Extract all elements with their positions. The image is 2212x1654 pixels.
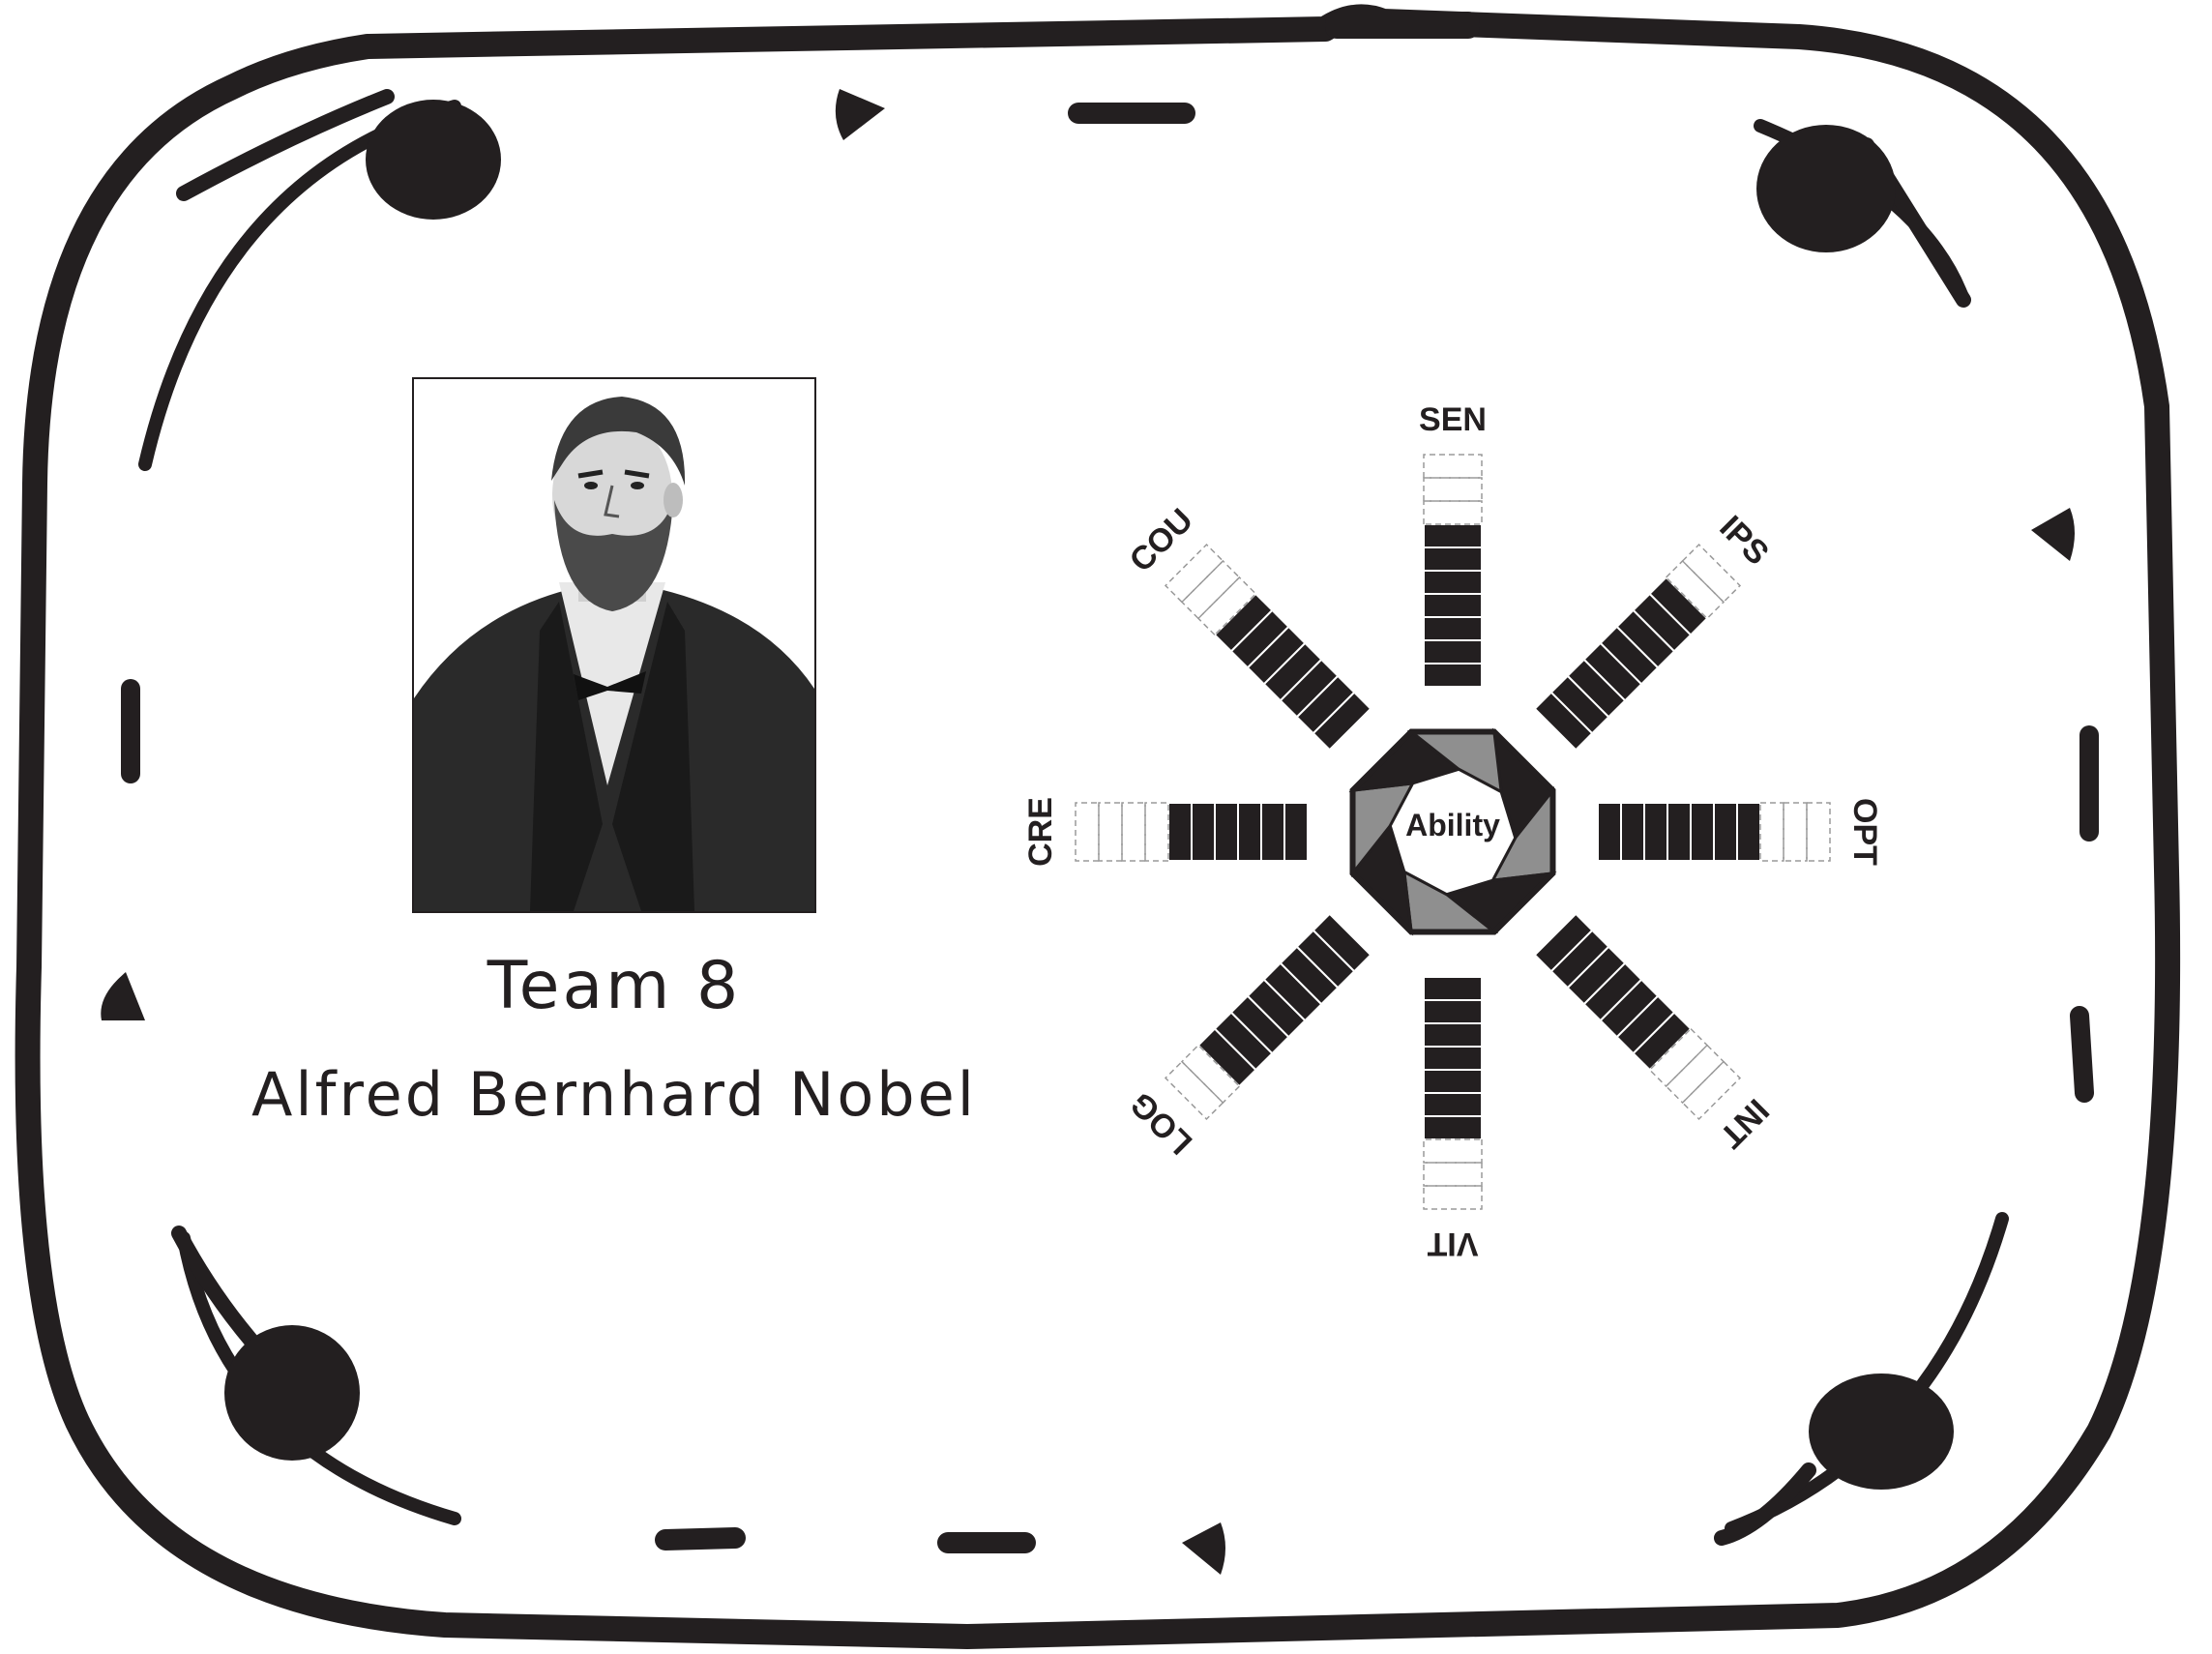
portrait-beard xyxy=(554,500,673,611)
stat-segment-filled xyxy=(1423,616,1483,641)
stat-label-cou: COU xyxy=(1123,502,1200,579)
stat-segment-empty xyxy=(1098,802,1123,862)
stat-label-cre: CRE xyxy=(1022,797,1059,867)
ability-center-label: Ability xyxy=(1405,808,1500,842)
stat-label-log: LOG xyxy=(1123,1085,1199,1162)
stat-segment-empty xyxy=(1121,802,1146,862)
stat-segment-filled xyxy=(1597,802,1622,862)
stat-segment-filled xyxy=(1620,802,1645,862)
stat-segment-empty xyxy=(1423,477,1483,502)
stat-segment-filled xyxy=(1260,802,1285,862)
stat-segment-filled xyxy=(1423,1092,1483,1117)
stat-segment-filled xyxy=(1283,802,1309,862)
stat-segment-empty xyxy=(1075,802,1100,862)
character-name: Alfred Bernhard Nobel xyxy=(251,1059,977,1130)
corner-knob-bottom-left xyxy=(224,1325,360,1461)
stat-label-sen: SEN xyxy=(1419,401,1487,438)
stat-segment-filled xyxy=(1423,1046,1483,1071)
stat-segment-filled xyxy=(1237,802,1262,862)
team-label: Team 8 xyxy=(487,948,742,1024)
stat-segment-filled xyxy=(1423,546,1483,572)
stat-segment-filled xyxy=(1196,1027,1257,1088)
stat-segment-filled xyxy=(1423,663,1483,688)
corner-knob-bottom-right xyxy=(1809,1373,1954,1490)
pointer-bottom xyxy=(1182,1522,1225,1575)
stat-segment-filled xyxy=(1423,999,1483,1024)
stat-segment-empty xyxy=(1783,802,1808,862)
stat-segment-filled xyxy=(1666,802,1692,862)
stat-spoke-ips xyxy=(1533,543,1742,752)
stat-segment-empty xyxy=(1648,1027,1709,1088)
stat-label-int: INT xyxy=(1712,1091,1776,1155)
stat-segment-filled xyxy=(1214,802,1239,862)
stat-segment-empty xyxy=(1144,802,1169,862)
top-notch xyxy=(1325,12,1480,39)
stat-label-ips: IPS xyxy=(1712,509,1776,573)
stat-segment-filled xyxy=(1423,1115,1483,1140)
ability-octagon xyxy=(1348,727,1557,936)
portrait-image xyxy=(414,379,814,911)
portrait-hair xyxy=(551,397,686,486)
portrait-vest xyxy=(530,602,603,911)
stat-segment-filled xyxy=(1690,802,1715,862)
stat-segment-empty xyxy=(1180,1044,1241,1105)
inner-arc-top-left-tail xyxy=(176,89,395,201)
stat-segment-empty xyxy=(1423,454,1483,479)
stat-segment-filled xyxy=(1423,1069,1483,1094)
stat-segment-empty xyxy=(1423,500,1483,525)
stat-segment-filled xyxy=(1736,802,1761,862)
corner-knob-top-left xyxy=(366,100,501,220)
stat-segment-filled xyxy=(1643,802,1668,862)
stat-segment-filled xyxy=(1713,802,1738,862)
stat-segment-filled xyxy=(1423,523,1483,548)
octagon-border xyxy=(1349,728,1556,935)
inner-arc-bottom-right-tail xyxy=(1714,1462,1816,1546)
stat-segment-filled xyxy=(1423,593,1483,618)
dash-right-lower xyxy=(2070,1006,2094,1103)
outer-border xyxy=(15,4,2181,1649)
stat-segment-empty xyxy=(1665,559,1725,620)
stat-spoke-cou xyxy=(1164,543,1372,752)
octagon-center xyxy=(1388,767,1518,897)
portrait-shirt xyxy=(559,582,665,785)
stat-segment-filled xyxy=(1423,570,1483,595)
stat-segment-empty xyxy=(1423,1185,1483,1210)
stat-segment-filled xyxy=(1648,576,1709,636)
stat-segment-filled xyxy=(1423,976,1483,1001)
stat-segment-filled xyxy=(1632,1011,1693,1072)
stat-spoke-sen xyxy=(1423,454,1483,688)
stat-segment-filled xyxy=(1423,1022,1483,1048)
stat-segment-empty xyxy=(1759,802,1784,862)
stat-segment-filled xyxy=(1191,802,1216,862)
stat-segment-empty xyxy=(1423,1162,1483,1187)
stat-spoke-cre xyxy=(1075,802,1309,862)
stat-spoke-opt xyxy=(1597,802,1831,862)
stat-spoke-int xyxy=(1533,912,1742,1121)
pointer-left xyxy=(101,972,145,1020)
stat-spoke-log xyxy=(1164,912,1372,1121)
stat-segment-empty xyxy=(1180,559,1241,620)
stat-segment-empty xyxy=(1423,1138,1483,1164)
pointer-right xyxy=(2031,508,2075,561)
portrait-frame xyxy=(412,377,816,913)
stat-segment-filled xyxy=(1167,802,1193,862)
stat-spoke-vit xyxy=(1423,976,1483,1210)
stat-segment-empty xyxy=(1806,802,1831,862)
stat-segment-filled xyxy=(1423,639,1483,665)
corner-knob-top-right xyxy=(1756,125,1896,252)
stat-label-opt: OPT xyxy=(1846,798,1883,866)
pointer-top xyxy=(835,89,885,140)
dash-bottom-2 xyxy=(655,1527,746,1551)
stat-segment-empty xyxy=(1665,1044,1725,1105)
stat-segment-filled xyxy=(1213,592,1274,653)
stat-label-vit: VIT xyxy=(1427,1226,1478,1262)
stat-segment-empty xyxy=(1196,576,1257,636)
portrait-bowtie xyxy=(574,671,646,700)
ability-chart: SEN IPS OPT INT VIT LOG CRE COU Ability xyxy=(1022,401,1883,1262)
